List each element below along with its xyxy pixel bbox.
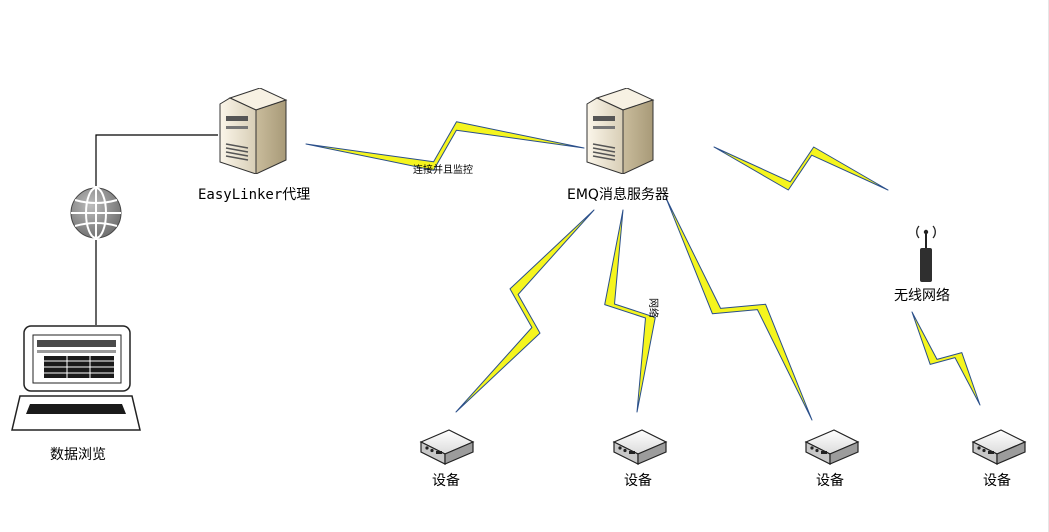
link-server-device-3 [665,197,813,421]
link-server-device-1 [455,209,595,413]
link-server-wireless [713,146,889,191]
device-icon [972,429,1026,465]
device-label: 设备 [983,473,1011,489]
browser-label: 数据浏览 [50,447,106,463]
emq-server-icon [586,88,654,174]
device-label: 设备 [432,473,460,489]
link-label-network: 网络 [647,298,658,318]
wireless-label: 无线网络 [894,288,950,304]
device-icon [805,429,859,465]
laptop-icon [11,325,141,431]
link-wireless-device-4 [911,311,981,406]
device-icon [420,429,474,465]
device-icon [613,429,667,465]
proxy-server-icon [219,88,287,174]
server-label: EMQ消息服务器 [567,187,669,203]
link-proxy-server [305,121,585,171]
device-label: 设备 [624,473,652,489]
link-server-device-2 [604,209,656,413]
proxy-label: EasyLinker代理 [198,187,311,203]
globe-icon [70,187,122,239]
antenna-icon [916,225,936,282]
wireless-links [305,121,981,421]
device-label: 设备 [816,473,844,489]
link-label-monitor: 连接并且监控 [413,165,473,176]
wired-connection [95,134,218,325]
